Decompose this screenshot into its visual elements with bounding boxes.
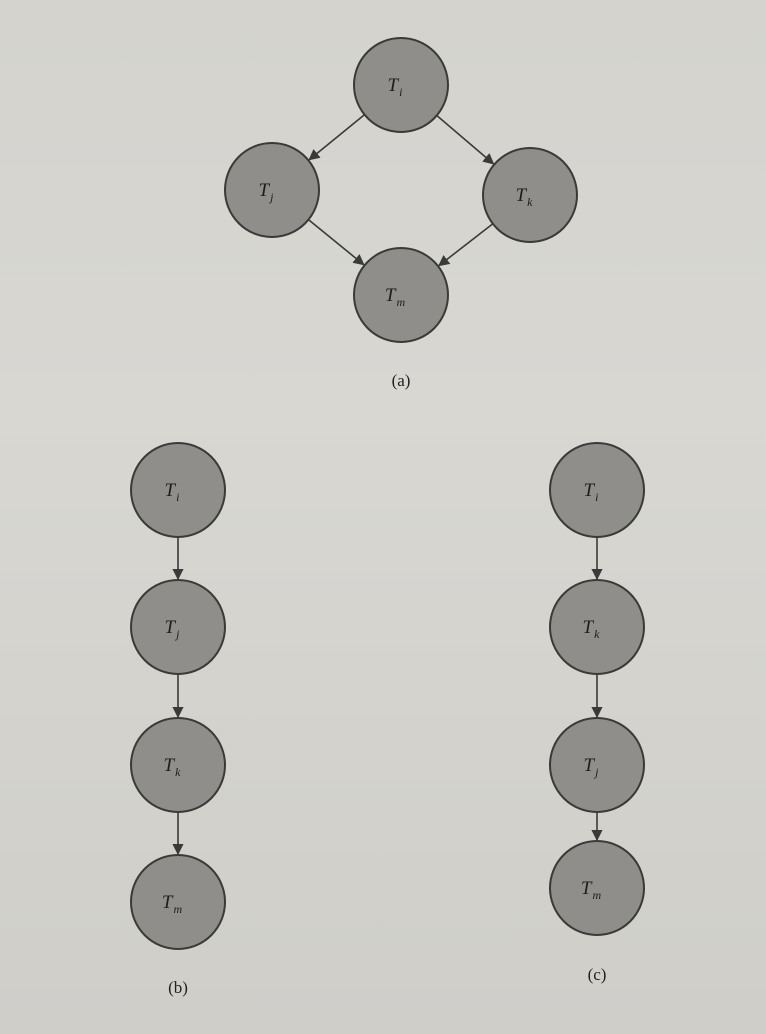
edge-a-i-to-a-j [308,114,366,161]
node-circle [549,579,645,675]
node-c-j: Tj [549,717,645,813]
node-b-k: Tk [130,717,226,813]
edge-a-i-to-a-k [436,114,495,165]
node-b-j: Tj [130,579,226,675]
node-circle [549,717,645,813]
node-circle [482,147,578,243]
node-c-m: Tm [549,840,645,936]
node-circle [353,247,449,343]
node-circle [353,37,449,133]
node-circle [549,840,645,936]
edge-a-j-to-a-m [307,219,365,266]
node-c-i: Ti [549,442,645,538]
node-a-m: Tm [353,247,449,343]
node-circle [224,142,320,238]
graph-caption: (c) [588,965,607,984]
node-a-k: Tk [482,147,578,243]
node-a-j: Tj [224,142,320,238]
node-circle [130,442,226,538]
graph-caption: (b) [168,978,188,997]
node-c-k: Tk [549,579,645,675]
node-circle [130,717,226,813]
node-circle [549,442,645,538]
node-circle [130,854,226,950]
node-b-m: Tm [130,854,226,950]
node-circle [130,579,226,675]
graph-caption: (a) [392,371,411,390]
node-a-i: Ti [353,37,449,133]
edge-a-k-to-a-m [438,223,494,267]
node-b-i: Ti [130,442,226,538]
